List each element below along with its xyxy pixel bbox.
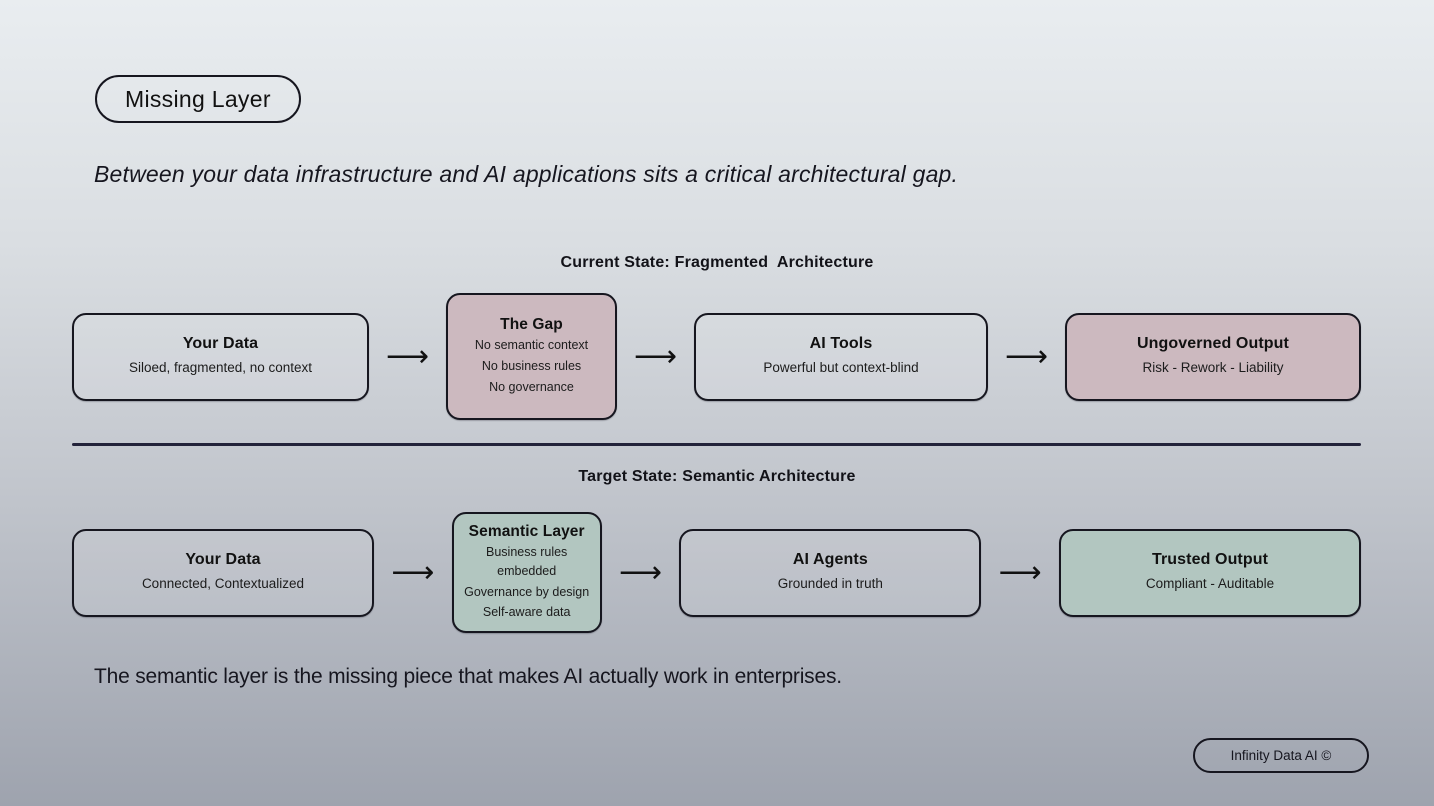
box-subtitle: Compliant - Auditable xyxy=(1145,576,1275,592)
flow-row-current-state: Your Data Siloed, fragmented, no context… xyxy=(72,293,1361,420)
box-title: Your Data xyxy=(185,551,261,569)
box-semantic-layer: Semantic Layer Business rules embedded G… xyxy=(451,512,602,633)
box-your-data-target: Your Data Connected, Contextualized xyxy=(72,528,374,617)
box-line: No governance xyxy=(489,379,574,394)
box-ai-tools: AI Tools Powerful but context-blind xyxy=(694,312,988,401)
box-subtitle: Siloed, fragmented, no context xyxy=(128,360,313,376)
arrow-right-icon: ⟶ xyxy=(1004,338,1048,374)
box-line: Self-aware data xyxy=(482,605,571,620)
arrow-right-icon: ⟶ xyxy=(619,554,663,590)
box-line: No business rules xyxy=(481,359,582,374)
box-ungoverned-output: Ungoverned Output Risk - Rework - Liabil… xyxy=(1065,312,1361,401)
box-subtitle: Connected, Contextualized xyxy=(141,576,305,592)
arrow-right-icon: ⟶ xyxy=(633,338,677,374)
box-line: No semantic context xyxy=(474,338,589,353)
section-header-current-state: Current State: Fragmented Architecture xyxy=(560,254,874,271)
box-ai-agents: AI Agents Grounded in truth xyxy=(679,528,982,617)
box-title: Your Data xyxy=(182,335,259,353)
section-header-target-state: Target State: Semantic Architecture xyxy=(578,468,856,485)
page-title: Missing Layer xyxy=(95,75,301,123)
box-title: Ungoverned Output xyxy=(1137,335,1289,353)
box-title: AI Tools xyxy=(809,335,873,353)
arrow-right-icon: ⟶ xyxy=(391,554,435,590)
box-title: AI Agents xyxy=(792,551,868,569)
box-title: The Gap xyxy=(500,316,563,334)
box-your-data-current: Your Data Siloed, fragmented, no context xyxy=(72,312,369,401)
arrow-right-icon: ⟶ xyxy=(385,338,429,374)
box-subtitle: Grounded in truth xyxy=(777,576,883,592)
subtitle: Between your data infrastructure and AI … xyxy=(94,161,959,187)
flow-row-target-state: Your Data Connected, Contextualized ⟶ Se… xyxy=(72,512,1362,633)
box-title: Semantic Layer xyxy=(468,523,585,540)
divider xyxy=(72,443,1361,446)
box-line: Business rules embedded xyxy=(486,545,568,578)
box-subtitle: Powerful but context-blind xyxy=(763,360,919,376)
footer-note: The semantic layer is the missing piece … xyxy=(94,665,842,688)
box-subtitle: Risk - Rework - Liability xyxy=(1142,360,1284,376)
box-trusted-output: Trusted Output Compliant - Auditable xyxy=(1059,528,1362,617)
box-line: Governance by design xyxy=(464,584,590,599)
box-the-gap: The Gap No semantic context No business … xyxy=(446,293,617,420)
box-title: Trusted Output xyxy=(1151,551,1269,569)
arrow-right-icon: ⟶ xyxy=(998,554,1042,590)
brand-badge: Infinity Data AI © xyxy=(1193,738,1369,773)
